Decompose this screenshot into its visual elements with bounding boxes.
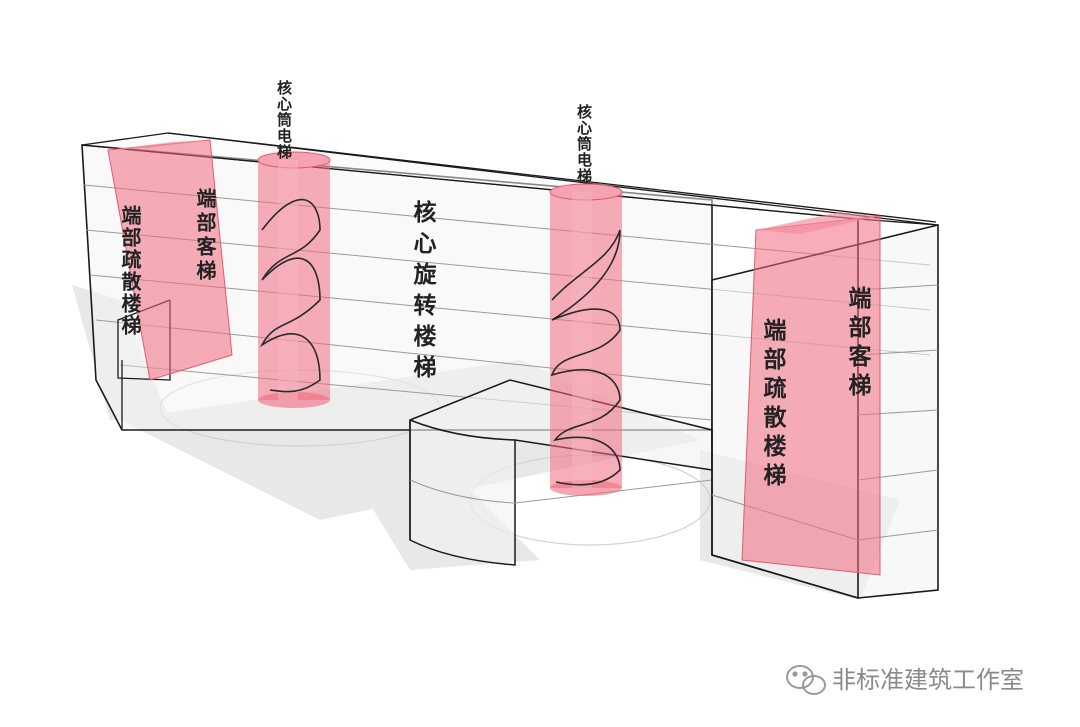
label-right-evac-stair: 端部疏散楼梯: [759, 318, 787, 492]
right-end-core-volume: [741, 212, 881, 576]
wechat-icon: [786, 665, 826, 695]
left-end-core-volume: [107, 139, 233, 381]
watermark: 非标准建筑工作室: [786, 665, 1024, 695]
central-podium-block: [409, 379, 713, 566]
left-stair-spiral: [259, 198, 321, 393]
label-left-tube-top: 核心筒电梯: [275, 79, 293, 160]
label-right-passenger-elevator: 端部客梯: [844, 286, 872, 402]
watermark-text: 非标准建筑工作室: [832, 666, 1024, 694]
label-left-evac-stair: 端部疏散楼梯: [118, 205, 142, 337]
label-left-passenger-elevator: 端部客梯: [193, 188, 217, 284]
left-core-tube: [257, 151, 331, 408]
right-stair-spiral: [550, 229, 621, 486]
label-right-tube-top: 核心筒电梯: [575, 103, 593, 184]
label-center-stair: 核心旋转楼梯: [409, 199, 437, 386]
right-core-tube: [549, 183, 623, 496]
labels: 核心筒电梯 核心筒电梯 核心旋转楼梯 端部疏散楼梯 端部客梯 端部疏散楼梯 端部…: [118, 79, 872, 492]
